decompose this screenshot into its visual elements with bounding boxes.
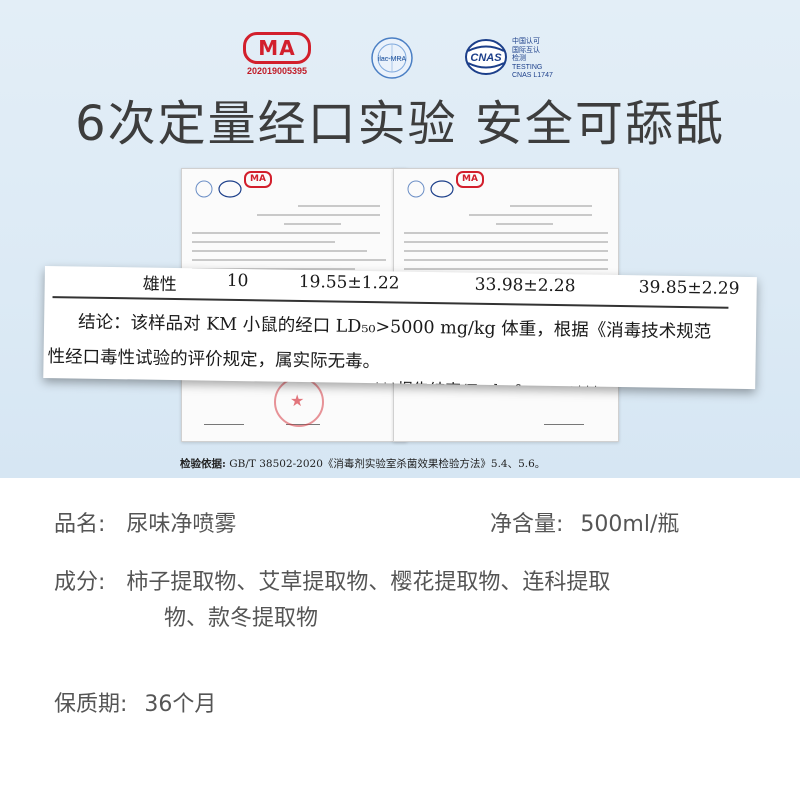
result-table-row: 雄性 10 19.55±1.22 33.98±2.28 39.85±2.29 (45, 268, 757, 301)
shelf-life-label: 保质期: (54, 692, 128, 717)
cnas-caption-line: CNAS L1747 (512, 72, 553, 79)
cnas-caption-line: TESTING (512, 63, 543, 71)
ingredients-value: 柿子提取物、艾草提取物、樱花提取物、连科提取 (126, 570, 611, 595)
cma-number: 202019005395 (246, 66, 308, 76)
table-cell: 19.55±1.22 (298, 271, 400, 294)
cma-logo: MA 202019005395 (243, 32, 311, 76)
conclusion-text: 性经口毒性试验的评价规定，属实际无毒。 (47, 347, 381, 373)
signature (544, 414, 584, 425)
signature (204, 414, 244, 425)
product-name-row: 品名: 尿味净喷雾 (54, 506, 236, 538)
table-cell: 雄性 (142, 274, 177, 296)
certificate-panel: MA 202019005395 ilac-MRA CNAS 中国认可 国际互认 … (0, 0, 800, 478)
ingredients-continued: 物、款冬提取物 (164, 606, 319, 631)
table-cell: 33.98±2.28 (474, 274, 576, 297)
ilac-mra-logo: ilac-MRA (371, 37, 413, 79)
table-cell: 39.85±2.29 (638, 277, 740, 299)
report-table-block (404, 205, 608, 277)
cnas-label: CNAS (470, 52, 502, 64)
table-cell: 10 (226, 270, 249, 292)
ingredients-label: 成分: (54, 570, 106, 595)
report-text-block (192, 205, 396, 277)
report-cma-mark: MA (244, 171, 272, 188)
net-content-row: 净含量: 500ml/瓶 (490, 506, 679, 538)
cma-mark: MA (243, 32, 311, 64)
test-basis: 检验依据: GB/T 38502-2020《消毒剂实验室杀菌效果检验方法》5.4… (180, 456, 545, 471)
cnas-logo: CNAS 中国认可 国际互认 检测 TESTING CNAS L1747 (464, 38, 594, 81)
official-seal: ★ (274, 377, 324, 427)
ilac-label: ilac-MRA (378, 56, 407, 63)
test-basis-label: 检验依据: (180, 458, 226, 470)
report-conclusion-zoom: 雄性 10 19.55±1.22 33.98±2.28 39.85±2.29 结… (43, 266, 757, 390)
report-logos (407, 180, 454, 198)
cnas-caption-line: 中国认可 (512, 38, 540, 45)
shelf-life-row: 保质期: 36个月 (54, 686, 216, 718)
conclusion-text: 结论：该样品对 KM 小鼠的经口 LD₅₀>5000 mg/kg 体重，根据《消… (77, 312, 712, 343)
report-cma-mark: MA (456, 171, 484, 188)
product-name-value: 尿味净喷雾 (126, 512, 237, 537)
net-content-label: 净含量: (490, 512, 564, 537)
cnas-emblem: CNAS (465, 39, 507, 75)
cnas-caption: 中国认可 国际互认 检测 TESTING CNAS L1747 (512, 38, 553, 81)
report-logos (195, 180, 242, 198)
ingredients-row: 成分: 柿子提取物、艾草提取物、樱花提取物、连科提取 (54, 564, 610, 596)
shelf-life-value: 36个月 (144, 692, 217, 717)
test-basis-text: GB/T 38502-2020《消毒剂实验室杀菌效果检验方法》5.4、5.6。 (229, 458, 546, 470)
product-name-label: 品名: (54, 512, 106, 537)
cnas-caption-line: 国际互认 (512, 46, 540, 54)
headline: 6次定量经口实验 安全可舔舐 (75, 96, 725, 152)
cnas-caption-line: 检测 (512, 55, 526, 62)
net-content-value: 500ml/瓶 (580, 512, 680, 537)
